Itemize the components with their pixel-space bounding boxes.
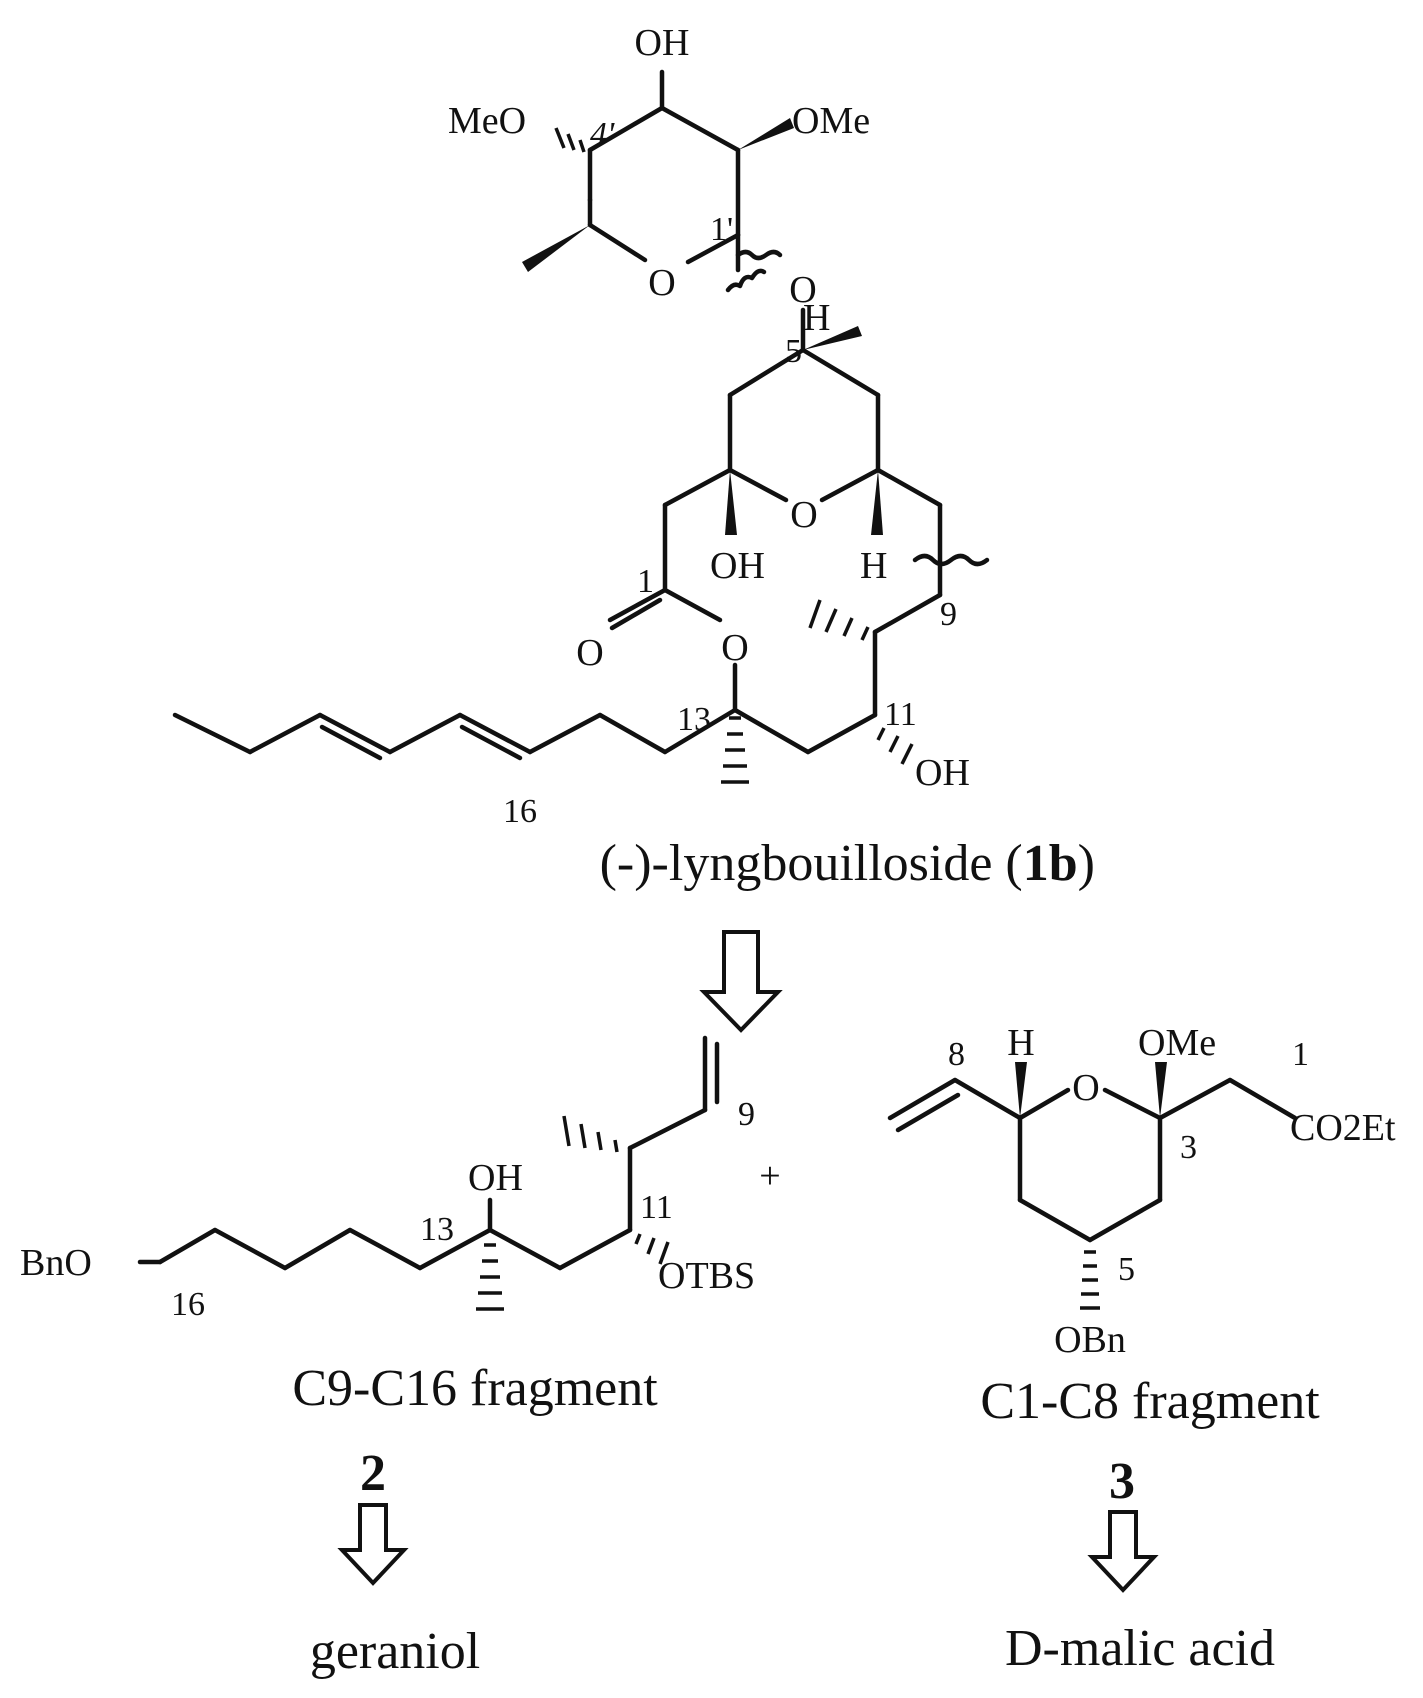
source-d-malic-acid: D-malic acid bbox=[1005, 1620, 1275, 1677]
fragment3-locant-5: 5 bbox=[1118, 1251, 1135, 1288]
ome-fragment3-label: OMe bbox=[1138, 1022, 1216, 1064]
pyran-ring bbox=[662, 307, 990, 598]
fragment-3-structure bbox=[887, 1062, 1298, 1310]
locant-9: 9 bbox=[940, 596, 957, 633]
oh-hemiketal-label: OH bbox=[710, 545, 765, 587]
fragment2-locant-16: 16 bbox=[171, 1286, 205, 1323]
fragment3-locant-8: 8 bbox=[948, 1036, 965, 1073]
fragment2-locant-13: 13 bbox=[420, 1211, 454, 1248]
o-sugar-ring-label: O bbox=[648, 262, 675, 304]
h-c5-label: H bbox=[803, 297, 830, 339]
locant-1prime: 1' bbox=[710, 211, 733, 248]
fragment-3-number: 3 bbox=[1109, 1453, 1135, 1510]
fragment3-locant-1: 1 bbox=[1292, 1036, 1309, 1073]
compound-1b-name: (-)-lyngbouilloside ( bbox=[600, 835, 1023, 892]
o-carbonyl-label: O bbox=[576, 632, 603, 674]
compound-1b-caption: (-)-lyngbouilloside (1b) bbox=[600, 835, 1095, 892]
fragment-2-structure bbox=[137, 1035, 720, 1311]
sugar-ring bbox=[522, 69, 794, 293]
fragment-3-caption: C1-C8 fragment bbox=[980, 1373, 1320, 1430]
meo-label: MeO bbox=[448, 100, 526, 142]
fragment2-locant-11: 11 bbox=[640, 1189, 673, 1226]
o-ring-fragment3-label: O bbox=[1072, 1067, 1099, 1109]
oh-top-label: OH bbox=[635, 22, 690, 64]
locant-5: 5 bbox=[785, 333, 802, 370]
macrolactone-ring bbox=[172, 587, 943, 784]
retro-arrow-main bbox=[699, 930, 783, 1033]
bno-label: BnO bbox=[20, 1242, 92, 1284]
fragment3-locant-3: 3 bbox=[1180, 1129, 1197, 1166]
locant-16: 16 bbox=[503, 793, 537, 830]
fragment-2-caption: C9-C16 fragment bbox=[292, 1360, 658, 1417]
o-pyran-label: O bbox=[790, 494, 817, 536]
ome-label: OMe bbox=[792, 100, 870, 142]
o-ester-label: O bbox=[721, 627, 748, 669]
locant-11: 11 bbox=[884, 696, 917, 733]
oh-fragment2-label: OH bbox=[468, 1157, 523, 1199]
fragment-2-number: 2 bbox=[360, 1445, 386, 1502]
retro-arrow-fragment-3 bbox=[1087, 1510, 1159, 1593]
fragment2-locant-9: 9 bbox=[738, 1096, 755, 1133]
oh-c11-label: OH bbox=[915, 752, 970, 794]
locant-13: 13 bbox=[677, 701, 711, 738]
compound-1b-number: 1b bbox=[1023, 835, 1078, 892]
plus-sign: + bbox=[759, 1155, 780, 1197]
obn-label: OBn bbox=[1054, 1319, 1126, 1361]
co2et-label: CO2Et bbox=[1290, 1107, 1396, 1149]
otbs-label: OTBS bbox=[658, 1255, 755, 1297]
locant-1: 1 bbox=[637, 563, 654, 600]
locant-4prime: 4' bbox=[590, 116, 615, 153]
h-fragment3-label: H bbox=[1007, 1022, 1034, 1064]
h-c7-label: H bbox=[860, 545, 887, 587]
source-geraniol: geraniol bbox=[310, 1623, 480, 1680]
compound-1b-paren: ) bbox=[1078, 835, 1095, 892]
lyngbouilloside-structure: OH MeO 4' OMe 1' O O H 5 O 1 OH bbox=[172, 22, 1095, 892]
retro-arrow-fragment-2 bbox=[337, 1503, 409, 1586]
o-glycosidic-label: O bbox=[789, 269, 816, 311]
